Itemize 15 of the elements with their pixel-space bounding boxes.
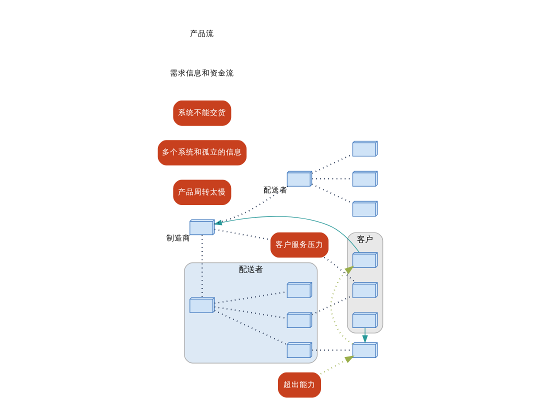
connector [214, 186, 288, 225]
connector [214, 310, 288, 346]
connector [214, 291, 288, 304]
arrow [362, 327, 368, 344]
connector [312, 184, 353, 204]
connector [312, 294, 353, 316]
arrow [320, 356, 354, 374]
arrow [214, 216, 360, 253]
connector [214, 228, 271, 240]
cluster: 客户 [346, 232, 384, 334]
cluster: 配送者 [184, 262, 318, 364]
connector [214, 306, 288, 319]
arrow [330, 266, 354, 344]
connector [324, 256, 356, 283]
connector [312, 154, 353, 174]
